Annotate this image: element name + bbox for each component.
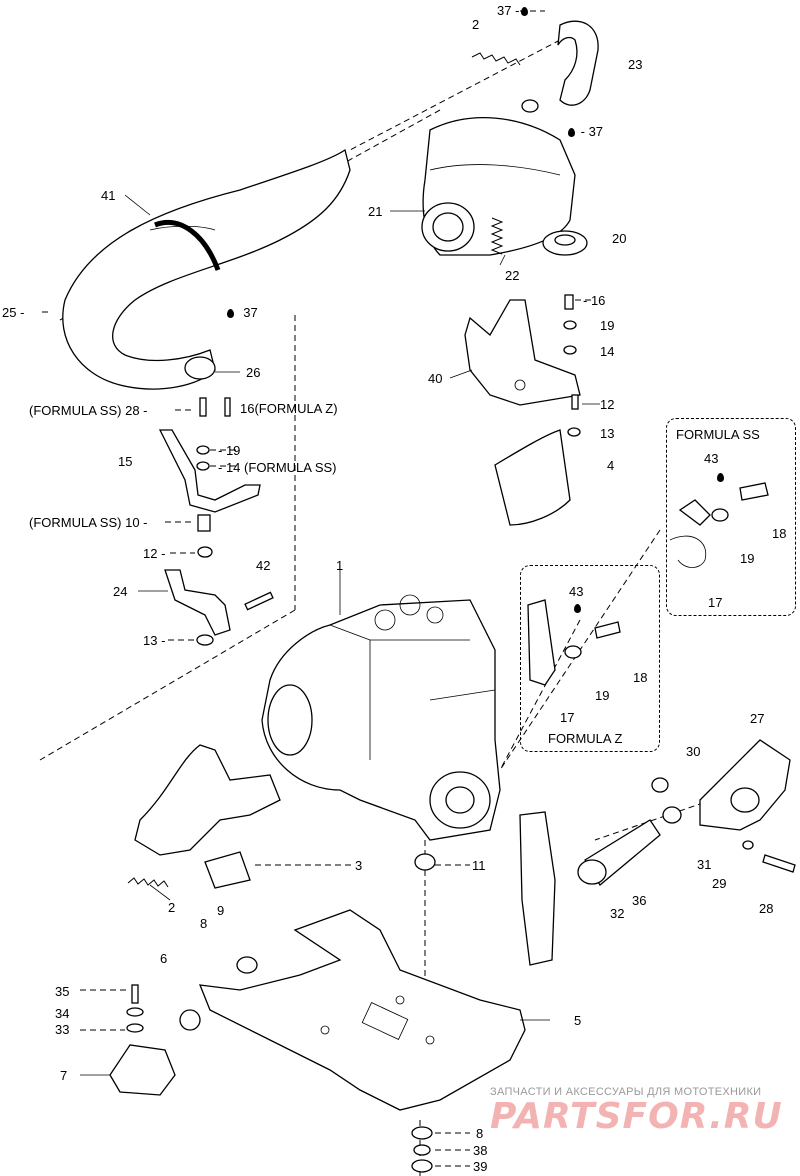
oil-drop-z [572, 600, 583, 615]
formula-ss-box [666, 418, 796, 616]
label-37-left: 37 [225, 305, 258, 320]
label-16-formula-z: 16(FORMULA Z) [240, 401, 338, 416]
spring-2-bottom [127, 877, 169, 888]
plate-vertical [519, 811, 556, 966]
label-25: 25 - [2, 305, 25, 320]
label-2-top: 2 [472, 17, 480, 32]
gasket-3 [204, 851, 251, 889]
label-38: 38 [473, 1143, 488, 1158]
label-41: 41 [101, 188, 116, 203]
label-12-left: 12 - [143, 546, 166, 561]
label-33: 33 [55, 1022, 70, 1037]
label-18-ss: 18 [772, 526, 787, 541]
bracket-24 [164, 569, 231, 636]
engine-cradle-5 [198, 909, 526, 1111]
label-28-formula-ss: (FORMULA SS) 28 - [29, 403, 148, 418]
label-22: 22 [505, 268, 520, 283]
engine-1 [261, 594, 501, 841]
label-10-formula-ss: (FORMULA SS) 10 - [29, 515, 148, 530]
label-28-right: 28 [759, 901, 774, 916]
label-13-left: 13 - [143, 633, 166, 648]
tuned-pipe-25 [62, 148, 351, 390]
label-19-ss: 19 [740, 551, 755, 566]
label-37-mid: - 37 [566, 124, 603, 139]
label-1: 1 [336, 558, 344, 573]
label-18-z: 18 [633, 670, 648, 685]
label-19-right: 19 [600, 318, 615, 333]
label-35: 35 [55, 984, 70, 999]
oil-drop-icon [717, 473, 724, 482]
label-40: 40 [428, 371, 443, 386]
label-27: 27 [750, 711, 765, 726]
oil-drop-icon [227, 309, 234, 318]
label-8-top: 8 [200, 916, 208, 931]
label-43-z: 43 [569, 584, 584, 599]
label-39: 39 [473, 1159, 488, 1174]
label-36: 36 [632, 893, 647, 908]
oil-drop-icon [521, 7, 529, 16]
label-13-right: 13 [600, 426, 615, 441]
label-2-bottom: 2 [168, 900, 176, 915]
label-43-ss: 43 [704, 451, 719, 466]
label-3: 3 [355, 858, 363, 873]
label-34: 34 [55, 1006, 70, 1021]
oil-drop-icon [568, 128, 575, 137]
label-24: 24 [113, 584, 128, 599]
label-37-top: 37 - [497, 3, 530, 18]
mount-bracket-27 [699, 739, 791, 831]
heat-shield-4 [494, 429, 571, 526]
label-17-ss: 17 [708, 595, 723, 610]
exhaust-elbow-23 [557, 20, 599, 106]
label-7: 7 [60, 1068, 68, 1083]
label-32: 32 [610, 906, 625, 921]
watermark-logo: PARTSFOR.RU [490, 1096, 783, 1137]
label-21: 21 [368, 204, 383, 219]
manifold-lower [134, 744, 281, 856]
spring-2-top [471, 52, 521, 66]
label-14-formula-ss: - 14 (FORMULA SS) [218, 460, 337, 475]
label-20: 20 [612, 231, 627, 246]
label-14-right: 14 [600, 344, 615, 359]
label-31: 31 [697, 857, 712, 872]
label-19-z: 19 [595, 688, 610, 703]
label-6: 6 [160, 951, 168, 966]
label-12-right: 12 [600, 397, 615, 412]
oil-drop-icon [574, 604, 581, 613]
bracket-15 [158, 429, 261, 513]
label-17-z: 17 [560, 710, 575, 725]
formula-z-box [520, 565, 660, 752]
label-42: 42 [256, 558, 271, 573]
label-formula-ss-box: FORMULA SS [676, 427, 760, 442]
label-23: 23 [628, 57, 643, 72]
label-9: 9 [217, 903, 225, 918]
mount-7 [109, 1044, 176, 1096]
bracket-40 [464, 299, 581, 406]
watermark-tagline: ЗАПЧАСТИ И АКСЕССУАРЫ ДЛЯ МОТОТЕХНИКИ [490, 1086, 762, 1098]
label-30: 30 [686, 744, 701, 759]
label-5: 5 [574, 1013, 582, 1028]
spring-22 [490, 217, 504, 255]
label-19-left: - 19 [218, 443, 241, 458]
label-4: 4 [607, 458, 615, 473]
oil-drop-ss [715, 469, 726, 484]
label-8-bottom: 8 [476, 1126, 484, 1141]
label-15: 15 [118, 454, 133, 469]
label-formula-z-box: FORMULA Z [548, 731, 623, 746]
label-26: 26 [246, 365, 261, 380]
label-11: 11 [472, 858, 486, 873]
label-29: 29 [712, 876, 727, 891]
label-16-right: - 16 [583, 293, 606, 308]
